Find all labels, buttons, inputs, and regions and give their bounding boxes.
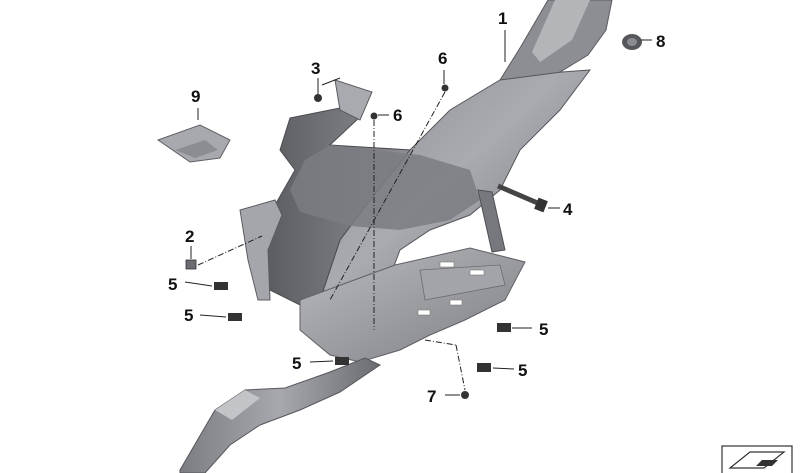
floor-slot-1 (439, 261, 455, 268)
push-pin-part (461, 391, 469, 399)
side-fairing-part (239, 0, 613, 323)
fairing-upper-arm-highlight (532, 0, 590, 62)
fairing-left-rim (239, 199, 283, 301)
callout-5b: 5 (184, 306, 193, 325)
leader-lines (184, 30, 652, 396)
callout-6a: 6 (438, 49, 447, 68)
bolt-part (497, 183, 548, 213)
lower-fairing-strip (179, 357, 382, 473)
parts-catalog-icon (721, 445, 793, 473)
callout-9: 9 (191, 87, 200, 106)
callout-5a: 5 (168, 275, 177, 294)
fairing-seat-curve (290, 145, 480, 230)
cover-plate-part (156, 124, 231, 163)
callout-labels: 1 2 3 4 5 5 5 5 5 6 6 7 8 9 (168, 9, 665, 406)
callout-8: 8 (656, 32, 665, 51)
lower-strip-edge (215, 390, 260, 420)
grommet-part (622, 34, 642, 50)
callout-5d: 5 (539, 320, 548, 339)
upper-bracket (334, 79, 373, 121)
callout-5e: 5 (518, 361, 527, 380)
clip-parts (214, 282, 511, 372)
nut-part (185, 259, 197, 270)
callout-7: 7 (427, 387, 436, 406)
long-screw-parts (370, 84, 449, 120)
small-screw-part (314, 94, 322, 102)
fairing-support-strut (477, 189, 506, 253)
floor-slot-4 (449, 299, 463, 306)
callout-2: 2 (185, 227, 194, 246)
floor-plate (299, 247, 526, 363)
callout-1: 1 (498, 9, 507, 28)
callout-5c: 5 (292, 354, 301, 373)
callout-6b: 6 (393, 106, 402, 125)
callout-4: 4 (563, 200, 573, 219)
lower-strip-body (179, 357, 382, 473)
callout-3: 3 (311, 59, 320, 78)
floor-slot-2 (469, 269, 485, 276)
floor-slot-3 (417, 309, 431, 316)
